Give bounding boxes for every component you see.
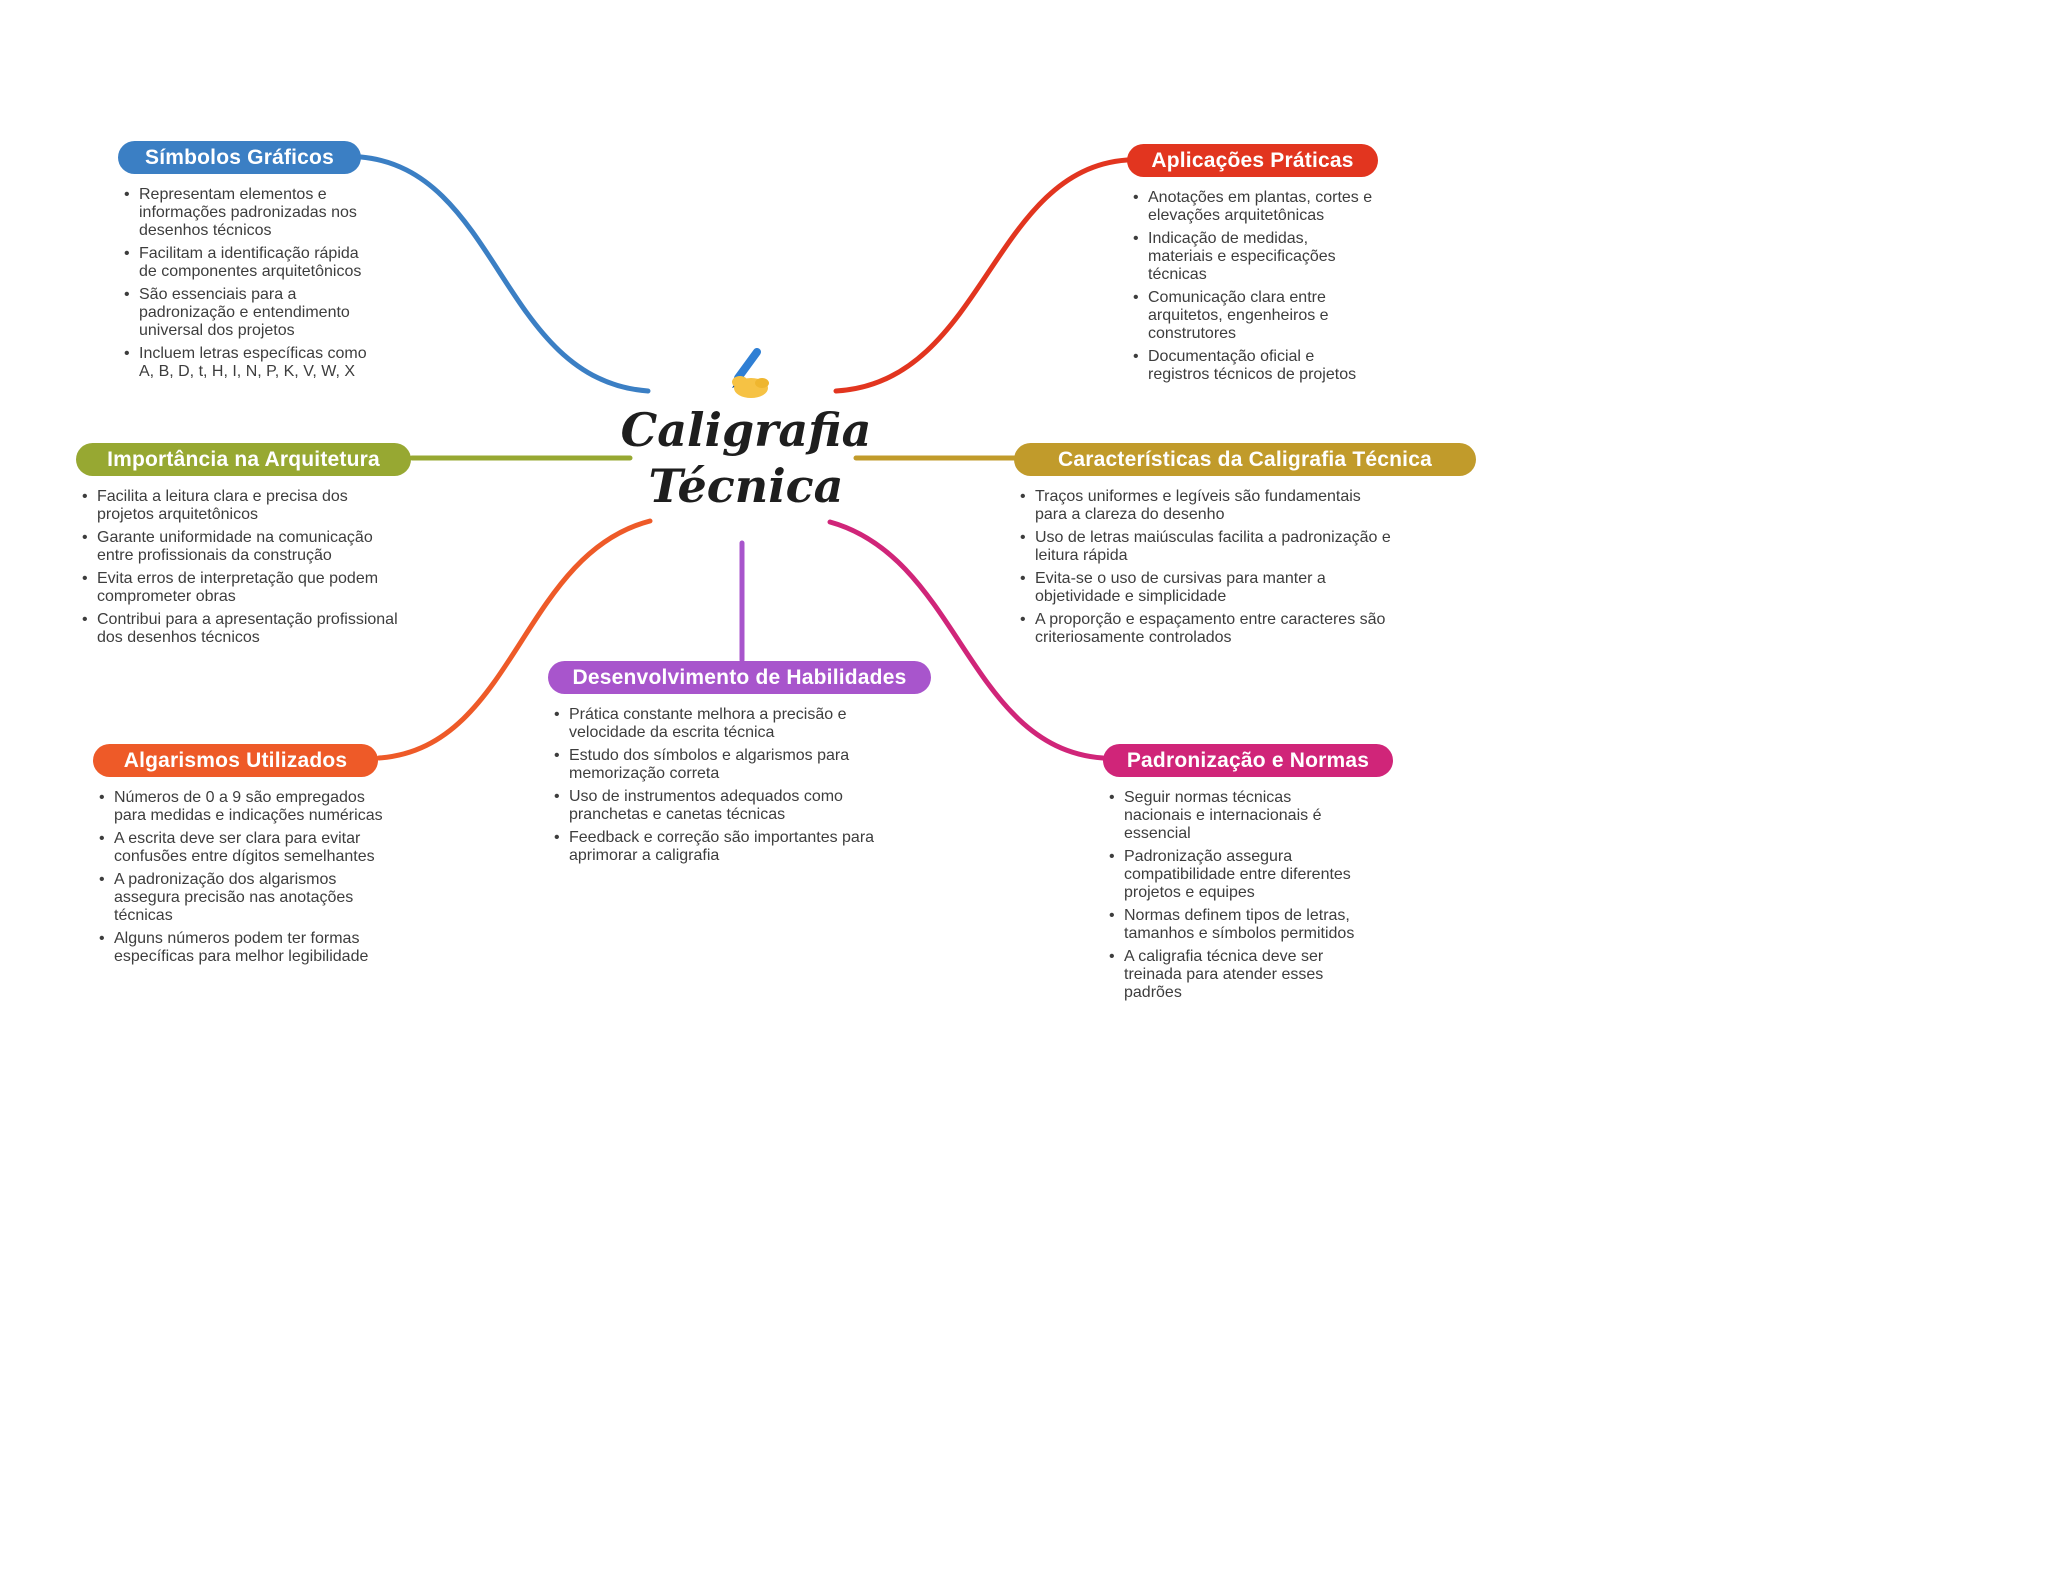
bullet-item: Comunicação clara entre arquitetos, enge…	[1131, 289, 1376, 343]
bullet-list-algarismos-utilizados: Números de 0 a 9 são empregados para med…	[93, 789, 392, 966]
bullet-item: Uso de letras maiúsculas facilita a padr…	[1018, 529, 1393, 565]
node-simbolos-graficos: Símbolos Gráficos Representam elementos …	[118, 141, 377, 386]
bullet-item: Garante uniformidade na comunicação entr…	[80, 529, 400, 565]
bullet-list-importancia-na-arquitetura: Facilita a leitura clara e precisa dos p…	[76, 488, 400, 647]
bullet-list-caracteristicas: Traços uniformes e legíveis são fundamen…	[1014, 488, 1393, 647]
node-title-desenvolvimento[interactable]: Desenvolvimento de Habilidades	[548, 661, 931, 694]
bullet-item: Uso de instrumentos adequados como pranc…	[552, 788, 882, 824]
bullet-item: Padronização assegura compatibilidade en…	[1107, 848, 1357, 902]
bullet-list-aplicacoes-praticas: Anotações em plantas, cortes e elevações…	[1127, 189, 1376, 384]
bullet-item: Normas definem tipos de letras, tamanhos…	[1107, 907, 1357, 943]
node-title-importancia-na-arquitetura[interactable]: Importância na Arquitetura	[76, 443, 411, 476]
node-title-caracteristicas[interactable]: Características da Caligrafia Técnica	[1014, 443, 1476, 476]
node-title-padronizacao[interactable]: Padronização e Normas	[1103, 744, 1393, 777]
bullet-item: A escrita deve ser clara para evitar con…	[97, 830, 392, 866]
bullet-item: Seguir normas técnicas nacionais e inter…	[1107, 789, 1357, 843]
writing-hand-icon	[732, 348, 769, 398]
center-title-line2: Técnica	[648, 459, 844, 513]
bullet-list-simbolos-graficos: Representam elementos e informações padr…	[118, 186, 377, 381]
node-caracteristicas: Características da Caligrafia Técnica Tr…	[1014, 443, 1476, 652]
bullet-item: Anotações em plantas, cortes e elevações…	[1131, 189, 1376, 225]
connector-algarismos-utilizados	[376, 518, 653, 761]
bullet-item: A caligrafia técnica deve ser treinada p…	[1107, 948, 1357, 1002]
bullet-item: Documentação oficial e registros técnico…	[1131, 348, 1376, 384]
bullet-item: Números de 0 a 9 são empregados para med…	[97, 789, 392, 825]
center-title-line1: Caligrafia	[620, 403, 872, 457]
bullet-item: Facilita a leitura clara e precisa dos p…	[80, 488, 400, 524]
bullet-item: Facilitam a identificação rápida de comp…	[122, 245, 377, 281]
center-node[interactable]: Caligrafia Técnica	[596, 348, 896, 514]
connector-aplicacoes-praticas	[833, 157, 1130, 394]
node-algarismos-utilizados: Algarismos Utilizados Números de 0 a 9 s…	[93, 744, 392, 971]
bullet-list-padronizacao: Seguir normas técnicas nacionais e inter…	[1103, 789, 1357, 1002]
center-title: Caligrafia Técnica	[596, 402, 896, 514]
node-desenvolvimento: Desenvolvimento de Habilidades Prática c…	[548, 661, 931, 870]
bullet-item: Alguns números podem ter formas específi…	[97, 930, 392, 966]
bullet-item: Evita erros de interpretação que podem c…	[80, 570, 400, 606]
bullet-list-desenvolvimento: Prática constante melhora a precisão e v…	[548, 706, 882, 865]
bullet-item: Indicação de medidas, materiais e especi…	[1131, 230, 1376, 284]
node-title-algarismos-utilizados[interactable]: Algarismos Utilizados	[93, 744, 378, 777]
bullet-item: A padronização dos algarismos assegura p…	[97, 871, 392, 925]
node-padronizacao: Padronização e Normas Seguir normas técn…	[1103, 744, 1393, 1007]
node-title-simbolos-graficos[interactable]: Símbolos Gráficos	[118, 141, 361, 174]
bullet-item: Traços uniformes e legíveis são fundamen…	[1018, 488, 1393, 524]
bullet-item: Prática constante melhora a precisão e v…	[552, 706, 882, 742]
connector-simbolos-graficos	[358, 154, 651, 394]
bullet-item: A proporção e espaçamento entre caracter…	[1018, 611, 1393, 647]
node-title-aplicacoes-praticas[interactable]: Aplicações Práticas	[1127, 144, 1378, 177]
bullet-item: Representam elementos e informações padr…	[122, 186, 377, 240]
bullet-item: Estudo dos símbolos e algarismos para me…	[552, 747, 882, 783]
bullet-item: Incluem letras específicas como A, B, D,…	[122, 345, 377, 381]
bullet-item: Evita-se o uso de cursivas para manter a…	[1018, 570, 1393, 606]
bullet-item: São essenciais para a padronização e ent…	[122, 286, 377, 340]
bullet-item: Contribui para a apresentação profission…	[80, 611, 400, 647]
bullet-item: Feedback e correção são importantes para…	[552, 829, 882, 865]
node-importancia-na-arquitetura: Importância na Arquitetura Facilita a le…	[76, 443, 411, 652]
connector-padronizacao	[827, 519, 1106, 761]
node-aplicacoes-praticas: Aplicações Práticas Anotações em plantas…	[1127, 144, 1378, 389]
